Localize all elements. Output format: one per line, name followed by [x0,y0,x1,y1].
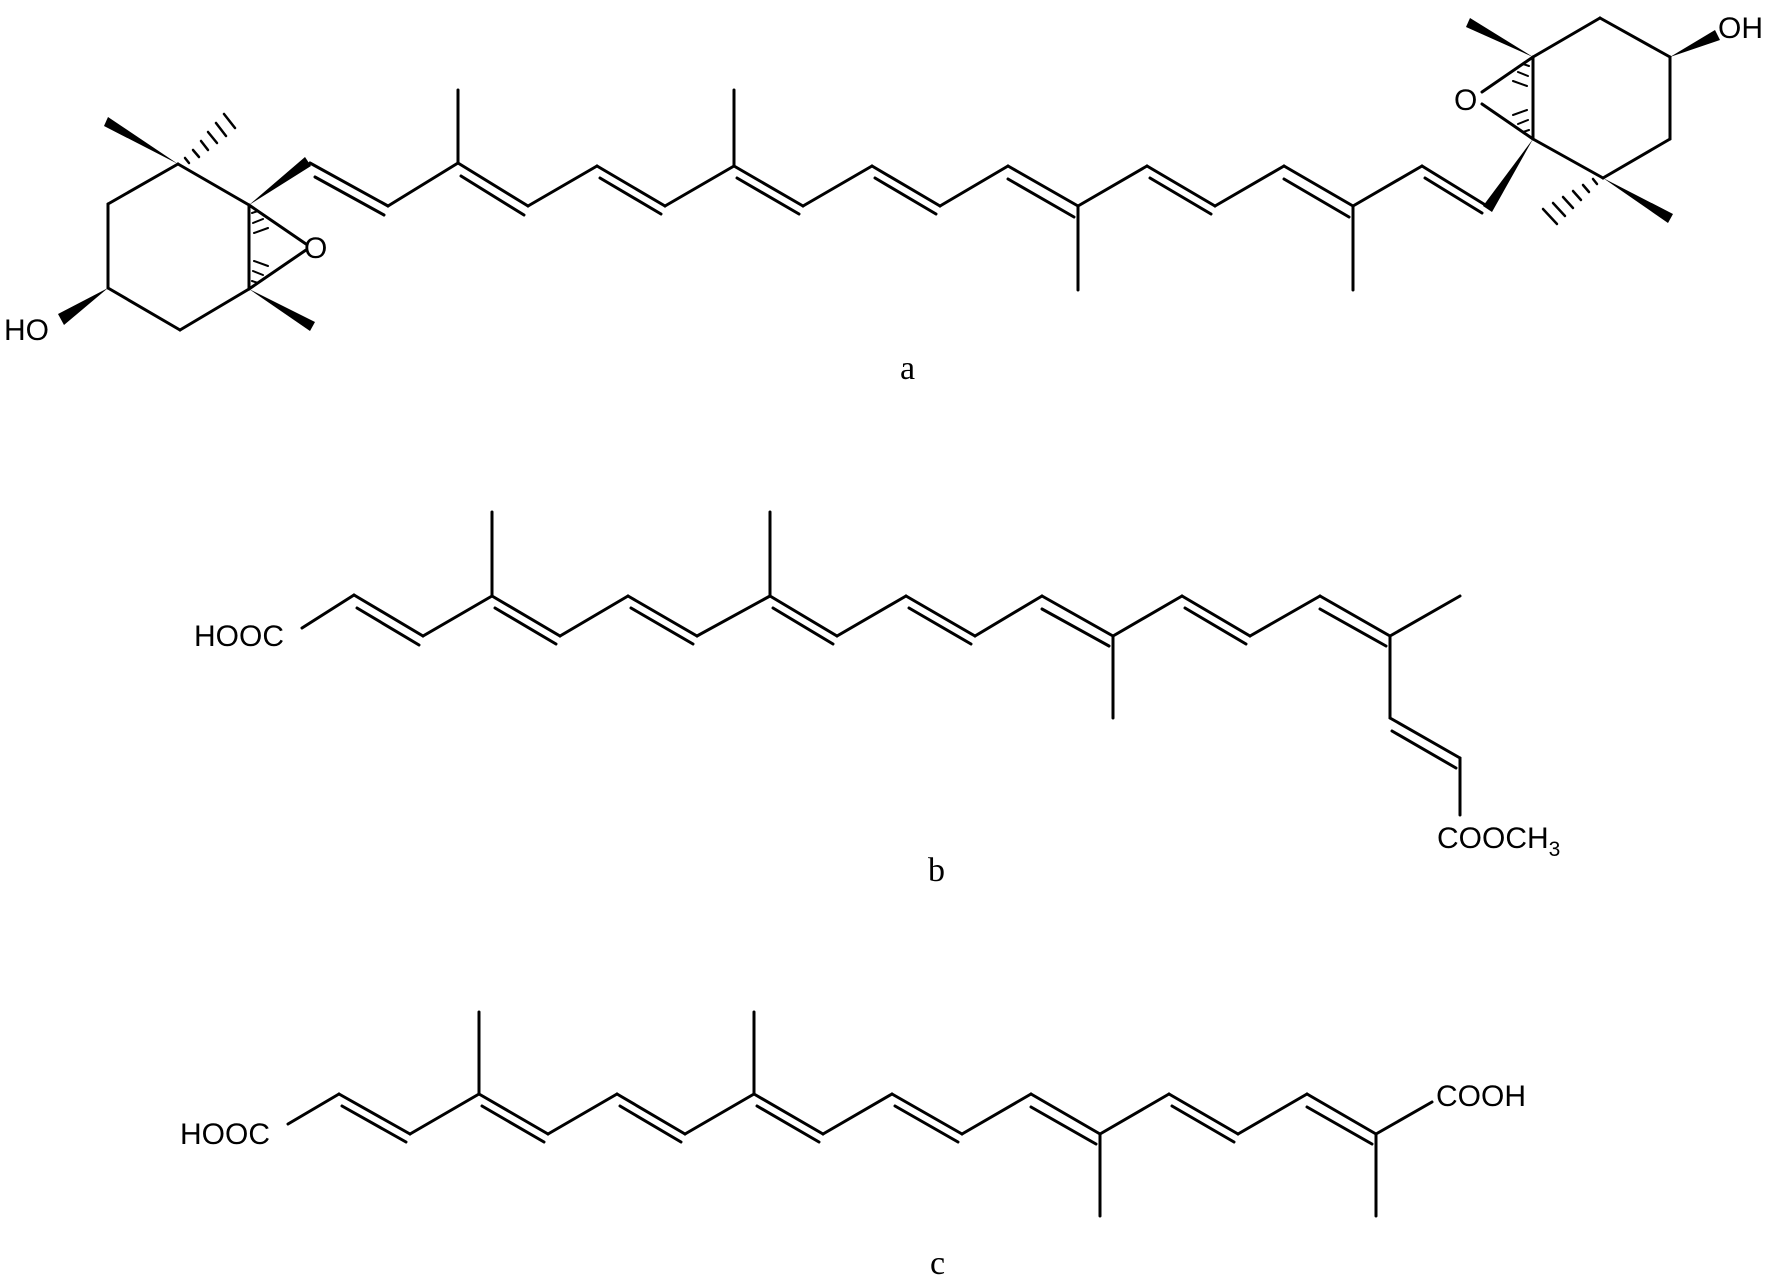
right-hydroxyl-wedge [1670,30,1720,57]
right-chain-wedge [1483,139,1533,212]
left-epoxide-hash [251,210,269,284]
left-hydroxyl-wedge [58,288,108,325]
acid-label-b: HOOC [194,620,284,653]
right-hydroxyl-label: OH [1718,12,1763,45]
left-chain-wedge [249,157,311,205]
right-gem-methyl-hash [1541,177,1599,226]
polyene-chain-c [286,1010,1434,1218]
right-ring-bonds [1480,16,1672,180]
ester-label-b: COOCH3 [1437,822,1560,861]
panel-label-c: c [930,1245,945,1282]
polyene-chain-b [300,510,1462,817]
right-epoxide-oxygen: O [1454,84,1477,117]
ester-subscript: 3 [1549,838,1561,861]
structure-b: HOOC [194,510,1560,889]
left-ring-methyl-wedge [249,289,315,331]
polyene-chain-a [308,88,1489,292]
right-gem-methyl-wedge [1603,178,1673,223]
right-epoxide-hash [1512,63,1530,133]
left-hydroxyl-label: HO [4,314,49,347]
left-gem-methyl-hash [183,112,237,165]
panel-label-a: a [900,350,915,387]
structure-a: O HO [4,12,1763,387]
right-ring-methyl-wedge [1466,18,1533,57]
structure-c: HOOC [180,1010,1526,1282]
left-epoxide-oxygen: O [304,232,327,265]
acid-label-c-left: HOOC [180,1118,270,1151]
left-gem-methyl-wedge [104,117,178,164]
acid-label-c-right: COOH [1436,1080,1526,1113]
panel-label-b: b [928,852,945,889]
ester-group: COOCH [1437,822,1549,855]
svg-text:COOCH3: COOCH3 [1437,822,1560,861]
